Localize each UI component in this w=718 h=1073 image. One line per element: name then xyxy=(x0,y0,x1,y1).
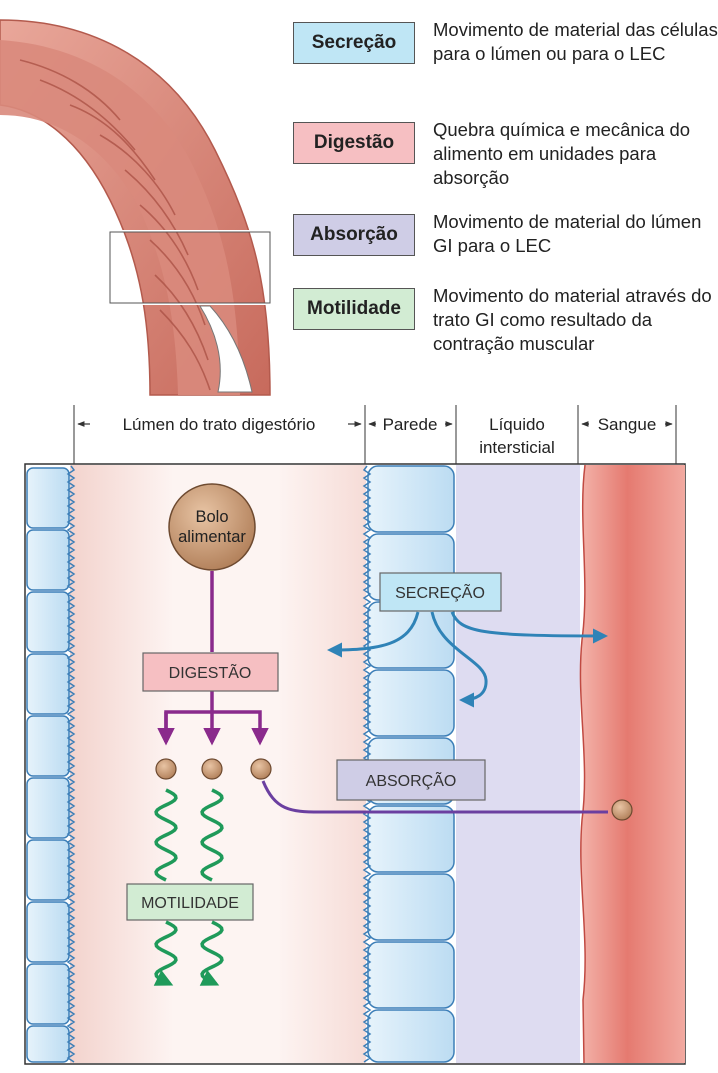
legend-absorption-term: Absorção xyxy=(310,224,398,245)
legend-digestion-box: Digestão xyxy=(293,122,415,164)
bolus-label-line1: Bolo xyxy=(195,508,228,526)
absorption-label-box xyxy=(336,759,486,801)
nutrient-particles xyxy=(155,758,633,821)
legend-digestion-desc: Quebra química e mecânica do alimento em… xyxy=(433,119,691,188)
secretion-label: SECREÇÃO xyxy=(395,582,485,602)
wall-header-label: Parede xyxy=(383,415,438,434)
intestine-illustration xyxy=(0,19,272,396)
left-wall-cells xyxy=(26,465,76,1063)
legend-digestion-term: Digestão xyxy=(313,132,395,153)
motility-label: MOTILIDADE xyxy=(141,895,239,912)
legend-absorption-box: Absorção xyxy=(293,214,415,256)
bolus-label-line2: alimentar xyxy=(178,528,246,546)
blood-header-label: Sangue xyxy=(598,415,657,434)
absorption-label: ABSORÇÃO xyxy=(366,770,457,790)
secretion-arrows xyxy=(327,611,608,708)
legend-motility-box: Motilidade xyxy=(293,288,415,330)
interstitial-header-line1: Líquido xyxy=(489,415,545,434)
absorption-arrow xyxy=(261,780,608,814)
digestion-label-box xyxy=(142,652,279,692)
legend-secretion-term: Secreção xyxy=(311,32,397,53)
blood-vessel xyxy=(580,465,685,1063)
food-bolus: Bolo alimentar xyxy=(168,483,256,571)
legend-secretion-desc: Movimento de material das células para o… xyxy=(433,19,718,64)
region-header: Lúmen do trato digestório Parede Líquido… xyxy=(73,405,677,465)
legend-motility-term: Motilidade xyxy=(307,298,401,319)
legend-secretion-box: Secreção xyxy=(293,22,415,64)
digestion-arrows xyxy=(157,571,269,746)
interstitial-header-line2: intersticial xyxy=(479,438,555,457)
digestion-label: DIGESTÃO xyxy=(169,662,252,682)
motility-label-box xyxy=(126,883,254,921)
legend-absorption-desc: Movimento de material do lúmen GI para o… xyxy=(433,211,702,256)
legend-motility-desc: Movimento do material através do trato G… xyxy=(433,285,712,354)
lumen-header-label: Lúmen do trato digestório xyxy=(123,415,316,434)
motility-arrows xyxy=(156,788,222,984)
secretion-label-box xyxy=(379,572,502,612)
